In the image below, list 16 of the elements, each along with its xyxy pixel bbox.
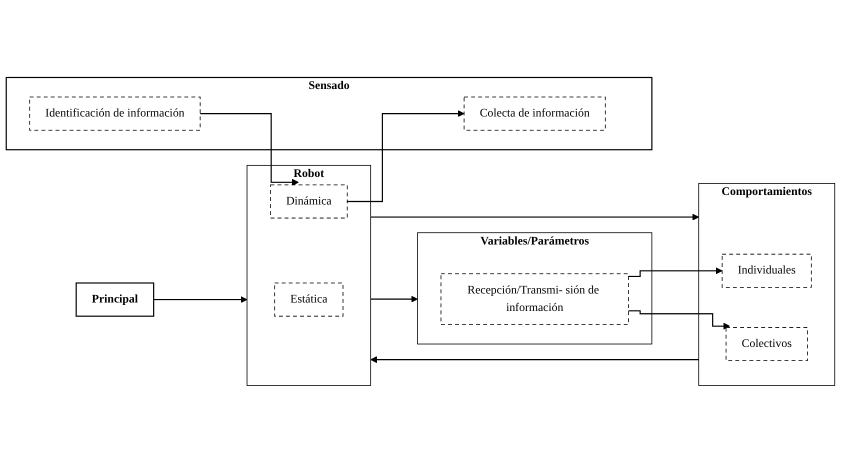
arrow bbox=[628, 267, 722, 278]
node-box: Individuales bbox=[722, 254, 812, 288]
arrow bbox=[370, 356, 699, 364]
node-box: Colectivos bbox=[726, 327, 808, 361]
arrow bbox=[370, 296, 418, 303]
node-box: Recepción/Transmi- sión de información bbox=[440, 273, 629, 325]
arrow bbox=[200, 113, 299, 186]
node-box: Estática bbox=[274, 282, 344, 317]
arrow bbox=[347, 110, 464, 202]
arrow bbox=[370, 214, 700, 221]
node-box: Dinámica bbox=[270, 184, 348, 218]
arrow bbox=[154, 296, 248, 304]
node-box: Identificación de información bbox=[29, 96, 201, 131]
node-box: Principal bbox=[76, 282, 154, 317]
arrow bbox=[628, 310, 730, 330]
node-box: Colecta de información bbox=[464, 96, 606, 131]
